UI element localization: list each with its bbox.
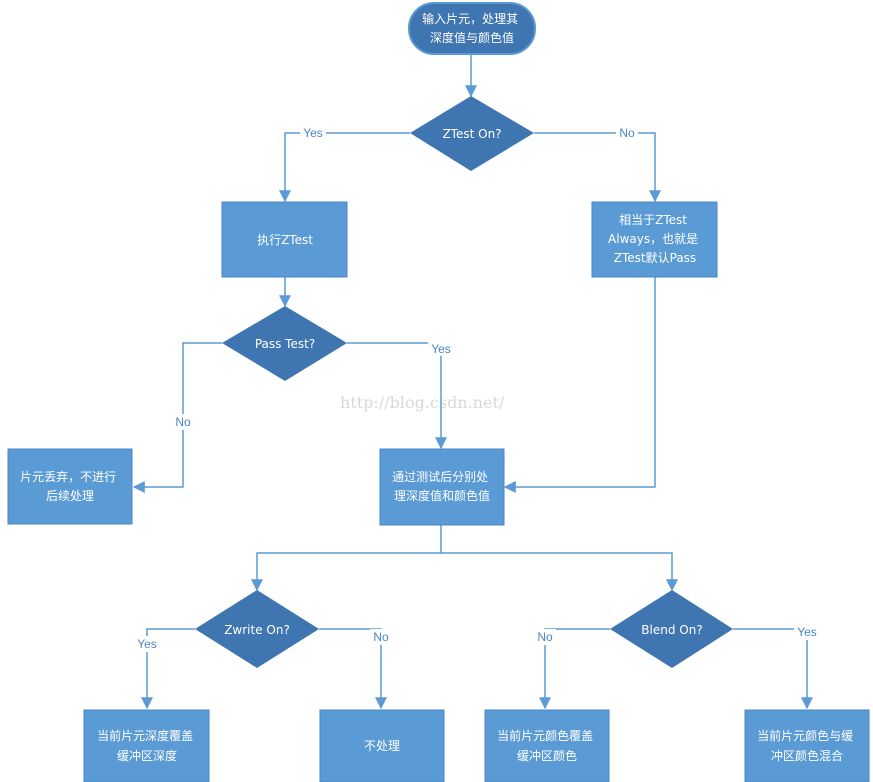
decision-pass-label: Pass Test?	[255, 337, 315, 351]
edge-label-pass-no: No	[175, 415, 191, 429]
edge-ztest-no	[534, 132, 661, 203]
edge-labels: Yes No No Yes Yes No No Yes	[134, 125, 820, 652]
svg-text:当前片元颜色覆盖 缓冲区颜色: 当前片元颜色覆盖 缓冲区颜色	[497, 728, 597, 763]
edge-label-zwrite-yes: Yes	[137, 637, 157, 651]
decision-pass-test: Pass Test?	[222, 306, 347, 381]
node-color-overwrite-line: 缓冲区颜色	[517, 748, 577, 763]
decision-blend-label: Blend On?	[641, 623, 702, 637]
node-start: 输入片元，处理其 深度值与颜色值	[408, 2, 536, 55]
node-depth-overwrite-line: 缓冲区深度	[117, 748, 177, 763]
edge-ztest-yes	[279, 132, 410, 203]
node-depth-overwrite-line: 当前片元深度覆盖	[97, 728, 193, 743]
node-passed: 通过测试后分别处 理深度值和颜色值	[379, 448, 505, 526]
node-ztest-off-line: Always，也就是	[608, 232, 698, 246]
node-passed-line: 通过测试后分别处	[392, 469, 488, 484]
node-ztest-off: 相当于ZTest Always，也就是 ZTest默认Pass	[591, 201, 718, 278]
edge-label-pass-yes: Yes	[431, 342, 451, 356]
node-start-line: 输入片元，处理其	[422, 11, 518, 26]
svg-text:片元丢弃，不进行 后续处理: 片元丢弃，不进行 后续处理	[20, 469, 120, 503]
decision-ztest-on: ZTest On?	[410, 96, 534, 171]
node-color-blend-line: 冲区颜色混合	[771, 748, 843, 763]
decision-ztest-label: ZTest On?	[442, 127, 501, 141]
svg-text:相当于ZTest Always，也就是: 相当于ZTest Always，也就是 ZTest默认Pass	[608, 213, 702, 265]
node-color-overwrite-line: 当前片元颜色覆盖	[497, 728, 593, 743]
node-exec-ztest-label: 执行ZTest	[257, 233, 313, 247]
node-no-process-label: 不处理	[364, 739, 400, 753]
decision-blend-on: Blend On?	[610, 590, 733, 668]
node-discard-line: 后续处理	[46, 489, 94, 503]
edge-passed-to-blend	[441, 552, 678, 592]
edge-passed-to-zwrite	[251, 525, 442, 592]
edge-label-blend-yes: Yes	[797, 625, 817, 639]
svg-text:当前片元深度覆盖 缓冲区深度: 当前片元深度覆盖 缓冲区深度	[97, 728, 197, 763]
node-no-process: 不处理	[319, 709, 445, 782]
node-discard-line: 片元丢弃，不进行	[20, 469, 116, 484]
edge-label-blend-no: No	[537, 630, 553, 644]
decision-zwrite-label: Zwrite On?	[224, 623, 290, 637]
node-color-blend-line: 当前片元颜色与缓	[757, 728, 853, 743]
node-ztest-off-line: ZTest默认Pass	[614, 250, 696, 265]
watermark: http://blog.csdn.net/	[340, 393, 505, 412]
edge-zwrite-yes	[141, 628, 195, 710]
node-ztest-off-line: 相当于ZTest	[619, 213, 687, 227]
edge-label-ztest-no: No	[619, 126, 635, 140]
edge-ztestoff-to-passed	[503, 277, 656, 493]
node-passed-line: 理深度值和颜色值	[394, 488, 490, 503]
node-exec-ztest: 执行ZTest	[221, 201, 348, 278]
edge-blend-yes	[733, 628, 813, 710]
decision-zwrite-on: Zwrite On?	[195, 590, 319, 668]
node-color-overwrite: 当前片元颜色覆盖 缓冲区颜色	[484, 709, 610, 782]
node-start-line: 深度值与颜色值	[430, 30, 514, 45]
edge-label-ztest-yes: Yes	[303, 126, 323, 140]
edge-label-zwrite-no: No	[373, 630, 389, 644]
svg-text:当前片元颜色与缓 冲区颜色混合: 当前片元颜色与缓 冲区颜色混合	[757, 728, 857, 763]
svg-text:通过测试后分别处 理深度值和颜色值: 通过测试后分别处 理深度值和颜色值	[392, 469, 492, 503]
node-color-blend: 当前片元颜色与缓 冲区颜色混合	[744, 709, 870, 782]
node-depth-overwrite: 当前片元深度覆盖 缓冲区深度	[83, 709, 210, 782]
node-discard: 片元丢弃，不进行 后续处理	[7, 448, 133, 525]
svg-text:输入片元，处理其 深度值与颜色值: 输入片元，处理其 深度值与颜色值	[422, 11, 522, 45]
